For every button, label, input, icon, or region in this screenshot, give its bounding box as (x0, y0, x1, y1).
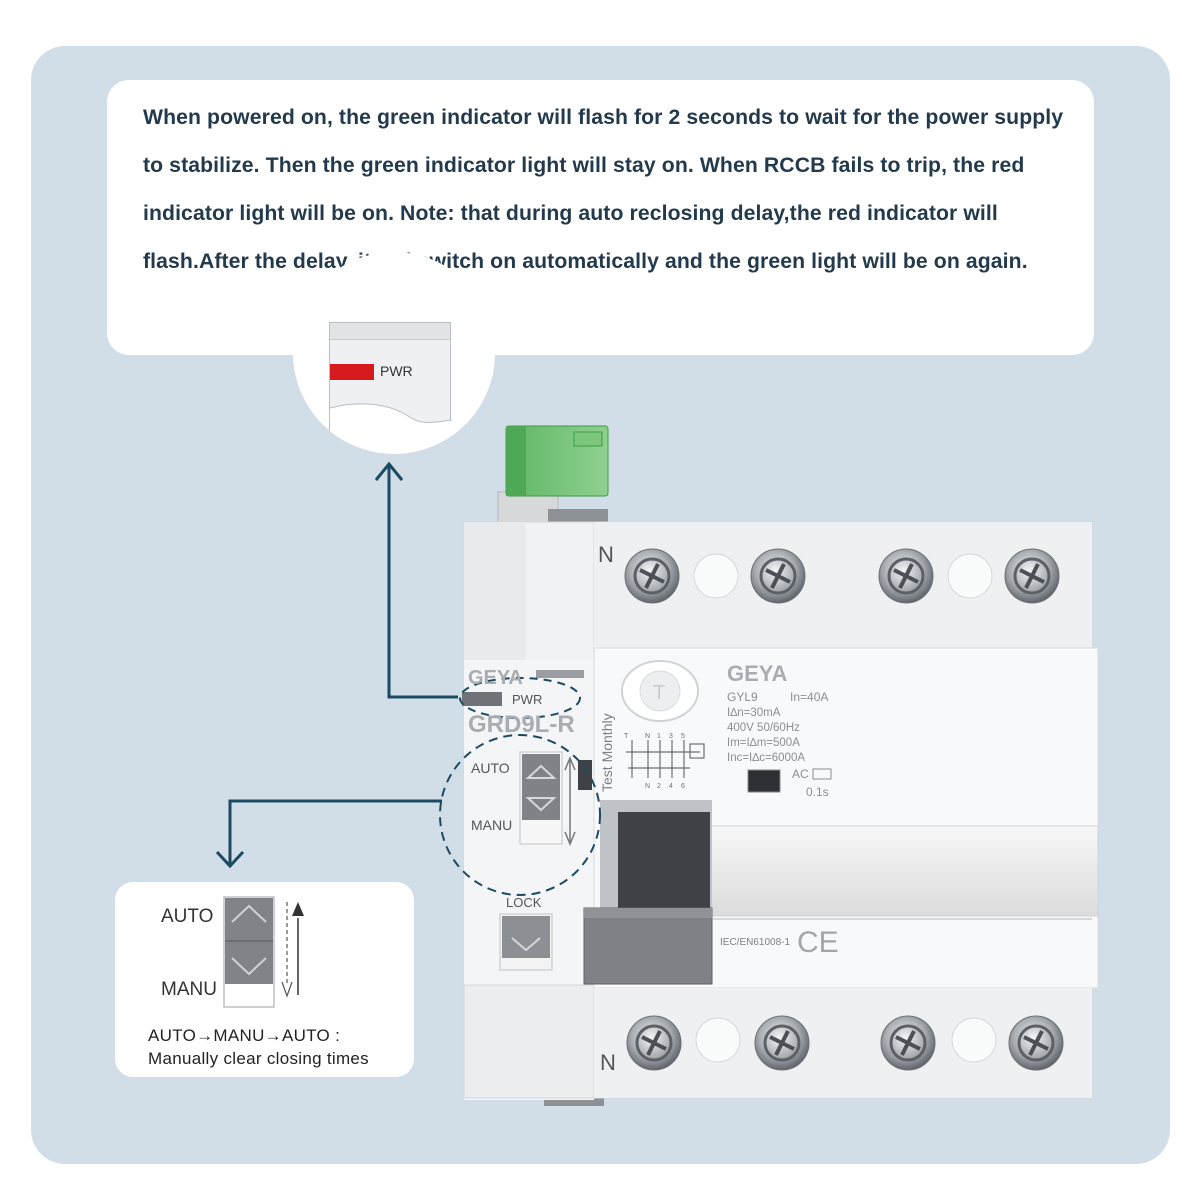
rccb-residual: I∆n=30mA (727, 707, 781, 719)
module-auto-label: AUTO (471, 760, 510, 776)
rccb-rating: In=40A (790, 690, 828, 704)
ce-mark: CE (797, 926, 839, 959)
ac-wave-icon (812, 768, 832, 780)
legend-sequence: AUTO→MANU→AUTO : (148, 1026, 341, 1045)
diagram-label-6: 6 (681, 783, 685, 790)
module-pwr-light (462, 692, 502, 706)
rccb-inc: Inc=I∆c=6000A (727, 752, 805, 764)
pwr-connector-arrow (374, 461, 458, 699)
test-monthly-label: Test Monthly (599, 713, 615, 792)
rccb-ac: AC (792, 767, 809, 781)
rccb-im: Im=I∆m=500A (727, 737, 800, 749)
description-text: When powered on, the green indicator wil… (143, 106, 1064, 273)
diagram-label-3: 3 (669, 733, 673, 740)
rccb-brand: GEYA (727, 661, 787, 686)
module-brand: GEYA (468, 667, 523, 689)
legend-note: Manually clear closing times (148, 1049, 369, 1068)
diagram-label-t: T (624, 733, 629, 740)
lock-slider (499, 913, 553, 971)
diagram-label-1: 1 (657, 733, 661, 740)
legend-manu-label: MANU (161, 979, 217, 1000)
red-indicator-light (330, 364, 374, 380)
rccb-model: GYL9 (727, 690, 758, 704)
module-manu-label: MANU (471, 817, 512, 833)
module-pwr-label: PWR (512, 692, 542, 707)
rccb-body (583, 521, 1099, 1099)
neutral-top-label: N (598, 542, 614, 567)
diagram-label-2: 2 (657, 783, 661, 790)
pwr-highlight (459, 677, 581, 719)
top-terminal-screws (624, 548, 1060, 604)
zoom-indicator-panel: PWR (329, 322, 452, 434)
diagram-label-n2: N (645, 783, 650, 790)
auto-manu-switch (519, 751, 592, 846)
switch-connector-arrow (215, 799, 442, 869)
switch-highlight (439, 734, 601, 896)
legend-auto-label: AUTO (161, 906, 214, 927)
module-model: GRD9L-R (468, 711, 575, 738)
test-button-label: T (653, 682, 665, 704)
zoom-bubble: PWR (293, 252, 495, 454)
diagram-label-n: N (645, 733, 650, 740)
test-button (621, 660, 699, 722)
bottom-terminal-screws (626, 1015, 1064, 1071)
zoom-pwr-label: PWR (380, 363, 413, 379)
wiring-diagram (626, 740, 705, 778)
rccb-time: 0.1s (806, 785, 829, 799)
trip-indicator-window (747, 769, 781, 793)
diagram-label-4: 4 (669, 783, 673, 790)
neutral-bottom-label: N (600, 1050, 616, 1075)
diagram-label-5: 5 (681, 733, 685, 740)
rccb-standard: IEC/EN61008-1 (720, 937, 790, 948)
rccb-voltage: 400V 50/60Hz (727, 722, 800, 734)
description-callout (107, 80, 1094, 355)
module-lock-label: LOCK (506, 895, 542, 910)
